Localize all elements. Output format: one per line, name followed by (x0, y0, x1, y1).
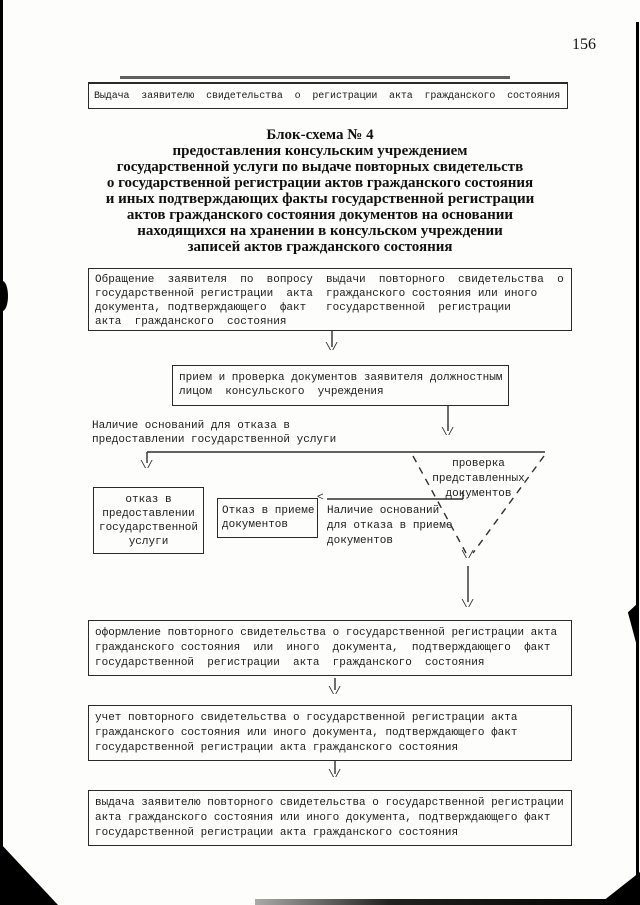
page-number: 156 (572, 36, 596, 53)
scan-blob-right (627, 603, 638, 650)
scan-blob-left (0, 281, 8, 311)
label-refusal-service: Наличие оснований для отказа в предостав… (92, 420, 337, 446)
box-reception: прием и проверка документов заявителя до… (172, 365, 509, 406)
decision-check-label: проверка представленных документов (432, 458, 525, 500)
arrow-down-icon: \/ (325, 342, 339, 354)
box-refuse-service-text: отказ в предоставлении государственной у… (98, 494, 199, 548)
diagram-title: Блок-схема № 4 предоставления консульски… (105, 127, 535, 255)
scan-smudge-top (120, 76, 510, 79)
arrow-down-icon: \/ (140, 460, 154, 472)
header-box: Выдача заявителю свидетельства о регистр… (88, 82, 568, 109)
box-refuse-docs: Отказ в приеме документов (217, 498, 318, 538)
box-reception-text: прием и проверка документов заявителя до… (179, 372, 503, 398)
box-registration: оформление повторного свидетельства о го… (88, 620, 572, 676)
box-application-text: Обращение заявителя по вопросу выдачи по… (95, 274, 564, 328)
scan-edge-right (636, 22, 639, 905)
box-registration-text: оформление повторного свидетельства о го… (95, 627, 558, 669)
box-refuse-service: отказ в предоставлении государственной у… (93, 487, 204, 554)
label-refusal-docs: Наличие оснований для отказа в приеме до… (327, 505, 453, 547)
box-record-text: учет повторного свидетельства о государс… (95, 712, 518, 754)
arrow-down-icon: \/ (328, 686, 342, 698)
box-delivery-text: выдача заявителю повторного свидетельств… (95, 797, 564, 839)
arrow-down-icon: \/ (461, 599, 475, 611)
arrow-down-icon: \/ (328, 769, 342, 781)
scan-bar-bottom (255, 899, 640, 905)
arrow-down-icon: \/ (461, 550, 475, 562)
arrow-left-icon: < (317, 492, 324, 504)
box-application: Обращение заявителя по вопросу выдачи по… (88, 268, 572, 331)
box-record: учет повторного свидетельства о государс… (88, 705, 572, 761)
arrow-down-icon: \/ (441, 427, 455, 439)
box-refuse-docs-text: Отказ в приеме документов (222, 505, 315, 531)
scan-edge-left (0, 0, 3, 905)
box-delivery: выдача заявителю повторного свидетельств… (88, 790, 572, 846)
header-box-text: Выдача заявителю свидетельства о регистр… (94, 91, 561, 102)
